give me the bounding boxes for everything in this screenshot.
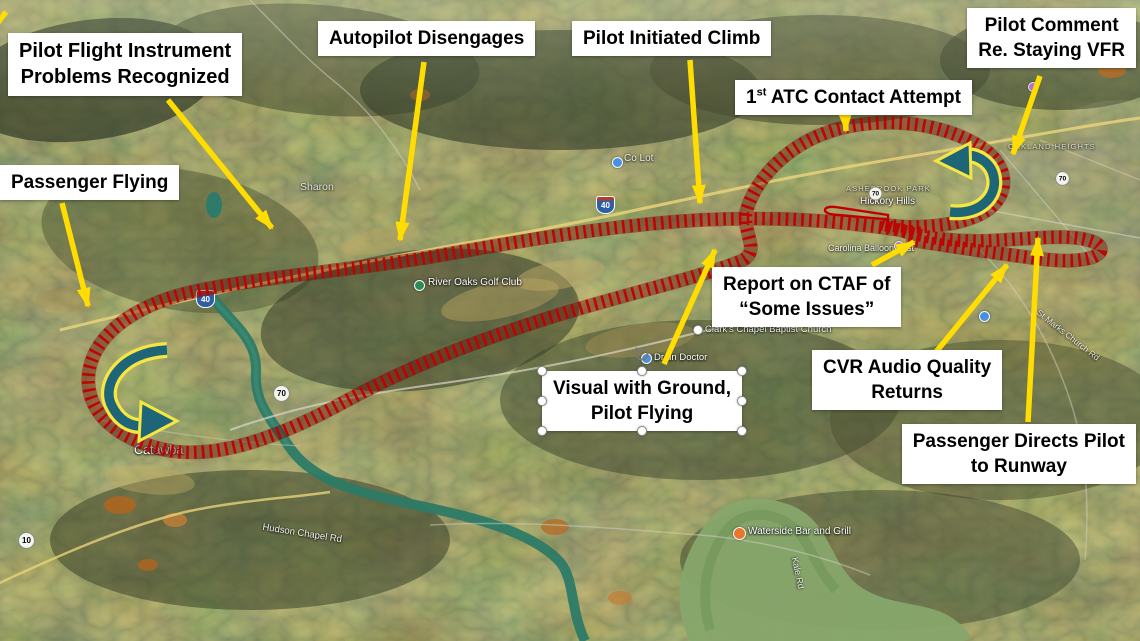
map-label-sharon: Sharon [300,181,334,193]
flight-path[interactable] [81,115,1108,460]
selection-handle[interactable] [637,426,648,437]
water-features [61,56,970,641]
callout-passenger-flying[interactable]: Passenger Flying [0,165,180,201]
arrow-pilot-initiated-climb[interactable] [687,59,706,205]
callout-line: Pilot Flight Instrument [19,40,232,62]
selection-handle[interactable] [537,366,547,376]
curved-turn-arrow-right[interactable] [932,140,1003,221]
callout-line: Pilot Initiated Climb [583,28,761,49]
callout-line: Passenger Directs Pilot [912,431,1125,452]
map-label-oakland-heights: OAKLAND HEIGHTS [1008,142,1096,151]
arrow-fragment-corner [0,10,9,25]
callout-text: ATC Contact Attempt [766,87,961,108]
poi-pin-icon [612,157,623,168]
callout-line: CVR Audio Quality [823,357,992,378]
church-pin-icon [693,325,703,335]
selection-handle[interactable] [737,366,748,376]
runway-track-line[interactable] [823,205,890,227]
callout-pilot-initiated-climb[interactable]: Pilot Initiated Climb [572,21,772,57]
poi-pin-icon [979,311,990,322]
interstate-40-shield: 40 [596,196,615,214]
selection-handle[interactable] [737,396,748,407]
route-70-shield: 70 [1055,171,1070,186]
callout-line: Problems Recognized [20,66,230,89]
arrow-cvr-audio[interactable] [933,263,1010,354]
restaurant-pin-icon [733,527,746,540]
arrow-autopilot-disengages[interactable] [395,61,427,242]
arrow-visual-with-ground[interactable] [661,248,718,366]
map-label-ashebrook-park: ASHEBROOK PARK [846,184,931,193]
callout-line: Report on CTAF of [723,274,891,295]
route-70-shield: 70 [868,186,883,201]
selection-handle[interactable] [637,366,648,376]
route-10-shield: 10 [18,532,35,549]
selection-handle[interactable] [737,426,748,437]
callout-visual-with-ground-selected[interactable]: Visual with Ground, Pilot Flying [537,347,748,437]
map-label-carolina-balloon: Carolina Balloon Fest [828,243,915,253]
callout-line: Re. Staying VFR [978,40,1125,62]
callout-instrument-problems[interactable]: Pilot Flight Instrument Problems Recogni… [8,33,243,96]
map-label-river-oaks: River Oaks Golf Club [428,277,522,288]
callout-line: Returns [871,382,943,404]
callout-line: Pilot Comment [984,15,1119,36]
callout-staying-vfr[interactable]: Pilot Comment Re. Staying VFR [967,8,1136,69]
map-label-waterside: Waterside Bar and Grill [748,526,851,537]
arrow-instrument-problems[interactable] [165,98,275,230]
golf-pin-icon [414,280,425,291]
callout-line: Passenger Flying [11,172,169,193]
selection-handle[interactable] [537,426,547,437]
callout-text: 1 [746,87,757,108]
callout-passenger-directs[interactable]: Passenger Directs Pilot to Runway [901,424,1136,485]
arrow-report-ctaf[interactable] [870,239,916,268]
map-label-hickory-hills: Hickory Hills [860,196,915,207]
callout-autopilot-disengages[interactable]: Autopilot Disengages [318,21,536,57]
callout-line: Pilot Flying [590,403,694,425]
map-label-clarks-chapel: Clark's Chapel Baptist Church [705,324,832,335]
callout-line: to Runway [970,456,1067,478]
callout-cvr-audio[interactable]: CVR Audio Quality Returns [812,350,1003,411]
callout-report-ctaf[interactable]: Report on CTAF of “Some Issues” [712,267,902,328]
callout-atc-contact[interactable]: 1st ATC Contact Attempt [735,80,972,116]
rotate-handle-icon[interactable] [634,346,650,362]
map-label-co-lot: Co Lot [624,153,654,164]
route-70-shield: 70 [273,385,290,402]
arrow-staying-vfr[interactable] [1010,75,1043,156]
map-label-drain-doctor: Drain Doctor [654,352,708,363]
callout-line: Visual with Ground, [553,378,732,399]
arrow-passenger-directs[interactable] [1025,236,1045,423]
callout-line: “Some Issues” [739,299,875,321]
selection-handle[interactable] [537,396,547,407]
arrow-passenger-flying[interactable] [59,202,91,308]
callout-superscript: st [756,86,767,99]
callout-line: Autopilot Disengages [329,28,525,49]
curved-turn-arrow-left[interactable] [100,342,181,444]
